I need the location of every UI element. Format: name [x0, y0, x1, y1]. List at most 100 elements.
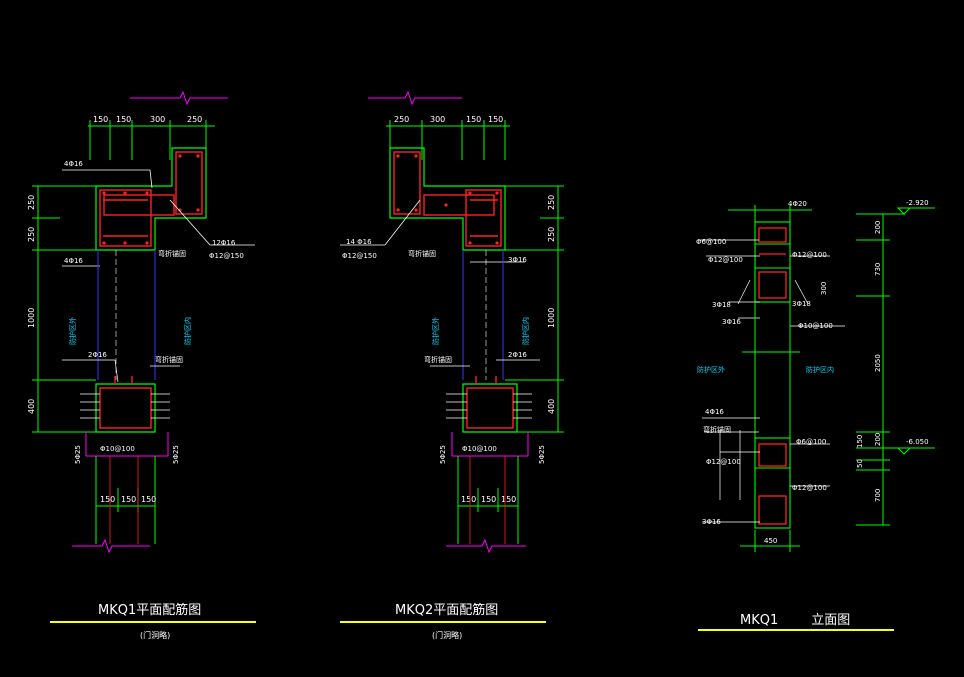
mkq2-upper-outline [389, 147, 506, 251]
mkq2-plan-subtitle: (门洞略) [432, 630, 462, 640]
mkq1-left-dim-4: 400 [27, 399, 36, 414]
elev-top-dimension [728, 205, 812, 228]
mkq1-label-side-right: 5Φ25 [172, 445, 180, 464]
elev-upper-rebar [758, 227, 787, 299]
mkq1-bottom-dim-1: 150 [100, 495, 115, 504]
mkq1-plan-title: MKQ1平面配筋图 [98, 602, 201, 618]
mkq1-top-dim-2: 150 [116, 115, 131, 124]
mkq1-label-side-left: 5Φ25 [74, 445, 82, 464]
mkq1-upper-outline [95, 147, 207, 251]
mkq2-top-dim-4: 150 [488, 115, 503, 124]
mkq2-label-side-right: 5Φ25 [538, 445, 546, 464]
mkq2-lower-outline [462, 383, 518, 433]
mkq2-top-dimensions [386, 120, 510, 160]
mkq2-right-dimensions [505, 185, 564, 433]
mkq2-plan: 250 300 150 150 14 Φ16 Φ12@150 弯折锚固 3Φ16 [340, 90, 564, 640]
elev-right-dim-5: 150 [856, 435, 864, 448]
elev-label-d: 3Φ18 [712, 301, 731, 309]
mkq1-wall-down [95, 456, 156, 544]
mkq1-zone-right: 防护区内 [183, 317, 192, 345]
mkq1-lower-magenta [85, 432, 169, 457]
elev-label-h: 4Φ16 [705, 408, 724, 416]
mkq1-leaders [62, 169, 255, 267]
mkq2-bottom-dim-2: 150 [481, 495, 496, 504]
mkq1-left-dim-3: 1000 [27, 308, 36, 328]
mkq1-label-top-bar: 4Φ16 [64, 160, 83, 168]
mkq2-right-dim-1: 250 [547, 195, 556, 210]
mkq2-upper-bars [396, 154, 499, 245]
elev-right-dimensions [856, 213, 905, 526]
elev-lower-rebar [758, 443, 787, 525]
elev-label-l: Φ12@100 [792, 484, 827, 492]
mkq1-top-dim-4: 250 [187, 115, 202, 124]
mkq2-top-dim-3: 150 [466, 115, 481, 124]
mkq1-label-stirrup: 12Φ16 [212, 239, 236, 247]
elev-label-g: Φ10@100 [798, 322, 833, 330]
elev-label-m: 3Φ16 [702, 518, 721, 526]
elev-lower-leaders [702, 417, 830, 523]
mkq2-label-bend2: 弯折锚固 [424, 355, 452, 364]
elev-label-n: 300 [820, 282, 828, 295]
mkq1-elevation: 4Φ20 Φ6@100 Φ12@100 Φ12@100 3Φ18 3Φ18 3Φ… [696, 199, 935, 631]
mkq2-right-dim-2: 250 [547, 227, 556, 242]
elev-level-top: -2.920 [906, 199, 929, 207]
mkq2-bottom-dim-3: 150 [501, 495, 516, 504]
elev-right-dim-7: 700 [874, 489, 882, 502]
elev-label-c: Φ12@100 [792, 251, 827, 259]
elev-right-dim-6: 50 [856, 459, 864, 468]
mkq1-upper-rebar [99, 151, 203, 247]
mkq2-label-stirrup: 14 Φ16 [346, 238, 372, 246]
mkq1-label-bend: 弯折锚固 [158, 249, 186, 258]
mkq1-plan: 150 150 300 250 4Φ16 12Φ [27, 90, 256, 640]
mkq1-top-dim-3: 300 [150, 115, 165, 124]
mkq2-right-dim-4: 400 [547, 399, 556, 414]
elev-label-b: Φ12@100 [708, 256, 743, 264]
mkq2-leaders [340, 199, 525, 263]
mkq1-label-top-bar2: 4Φ16 [64, 257, 83, 265]
mkq2-label-bend: 弯折锚固 [408, 249, 436, 258]
elev-right-dim-3: 2050 [874, 354, 882, 372]
mkq1-left-dimensions [32, 185, 96, 433]
mkq2-wall-down [457, 456, 519, 544]
mkq1-label-bend2: 弯折锚固 [155, 355, 183, 364]
mkq2-lower-rebar [466, 376, 514, 429]
mkq2-right-dim-3: 1000 [547, 308, 556, 328]
mkq1-upper-bars [102, 154, 200, 245]
mkq1-zone-left: 防护区外 [68, 317, 77, 345]
mkq2-top-breakline [368, 90, 462, 106]
mkq2-gap-lines [462, 250, 504, 380]
mkq1-bottom-dim-2: 150 [121, 495, 136, 504]
elev-label-i: 弯折锚固 [703, 425, 731, 434]
mkq1-bottom-dim-3: 150 [141, 495, 156, 504]
elev-shaft [742, 302, 800, 438]
elev-right-dim-1: 200 [874, 221, 882, 234]
mkq1-top-dim-1: 150 [93, 115, 108, 124]
mkq2-label-tie: Φ10@100 [462, 445, 497, 453]
mkq1-top-breakline [130, 90, 228, 106]
mkq1-left-dim-2: 250 [27, 227, 36, 242]
mkq2-label-top-bar: 3Φ16 [508, 256, 527, 264]
mkq1-lower-side-bars [62, 359, 180, 419]
elev-right-dim-4: 200 [874, 433, 882, 446]
mkq1-label-lower-bar: 2Φ16 [88, 351, 107, 359]
elev-lower-beam [754, 437, 791, 529]
elev-top-dim: 4Φ20 [788, 200, 807, 208]
elev-title: MKQ1 立面图 [740, 613, 850, 628]
mkq2-bottom-breakline [446, 538, 526, 554]
elev-label-e: 3Φ18 [792, 300, 811, 308]
mkq2-upper-rebar [393, 151, 502, 247]
elev-label-a: Φ6@100 [696, 238, 726, 246]
mkq1-lower-outline [95, 383, 156, 433]
elev-upper-beam [754, 221, 791, 303]
elev-zone-left: 防护区外 [697, 365, 725, 374]
elev-label-j: Φ6@100 [796, 438, 826, 446]
elev-label-k: Φ12@100 [706, 458, 741, 466]
mkq1-label-tie: Φ10@100 [100, 445, 135, 453]
mkq1-gap-lines [97, 250, 156, 380]
mkq2-label-stirrup2: Φ12@150 [342, 252, 377, 260]
mkq2-zone-left: 防护区外 [431, 317, 440, 345]
elev-right-dim-2: 730 [874, 263, 882, 276]
mkq2-lower-side-bars [430, 359, 540, 419]
mkq2-zone-right: 防护区内 [521, 317, 530, 345]
